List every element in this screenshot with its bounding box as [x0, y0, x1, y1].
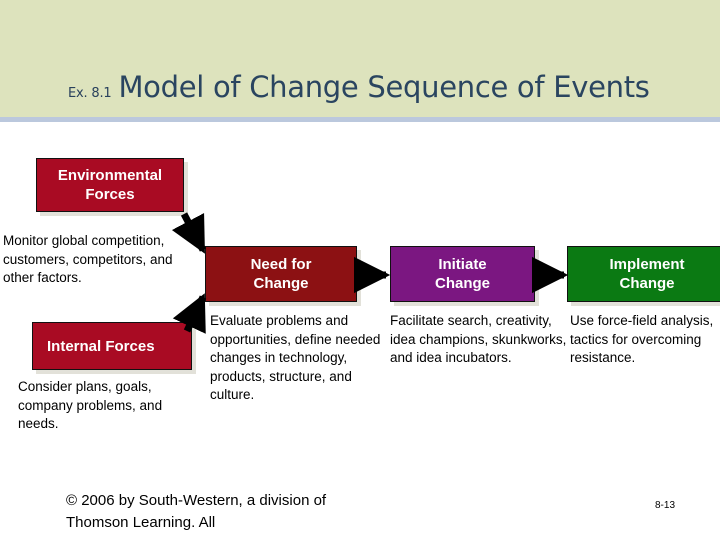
- description-environmental-forces: Monitor global competition, customers, c…: [3, 233, 173, 285]
- box-implement-change[interactable]: Implement Change: [567, 246, 720, 302]
- description-initiate-change: Facilitate search, creativity, idea cham…: [390, 313, 567, 365]
- box-internal-forces[interactable]: Internal Forces: [32, 322, 192, 370]
- exhibit-label: Ex. 8.1: [68, 86, 112, 101]
- description-implement-change: Use force-field analysis, tactics for ov…: [570, 313, 714, 365]
- copyright-notice: © 2006 by South-Western, a division of T…: [66, 492, 327, 531]
- box-need-for-change[interactable]: Need for Change: [205, 246, 357, 302]
- slide-canvas: Environmental Forces Internal Forces Nee…: [0, 122, 720, 540]
- title-text: Model of Change Sequence of Events: [118, 70, 650, 104]
- header-band: [0, 0, 720, 117]
- box-initiate-change[interactable]: Initiate Change: [390, 246, 535, 302]
- page-title: Ex. 8.1 Model of Change Sequence of Even…: [68, 70, 650, 104]
- header-divider-rule: [0, 117, 720, 122]
- box-environmental-forces[interactable]: Environmental Forces: [36, 158, 184, 212]
- description-internal-forces: Consider plans, goals, company problems,…: [18, 379, 163, 431]
- page-number: 8-13: [655, 500, 676, 511]
- description-need-for-change: Evaluate problems and opportunities, def…: [210, 313, 381, 402]
